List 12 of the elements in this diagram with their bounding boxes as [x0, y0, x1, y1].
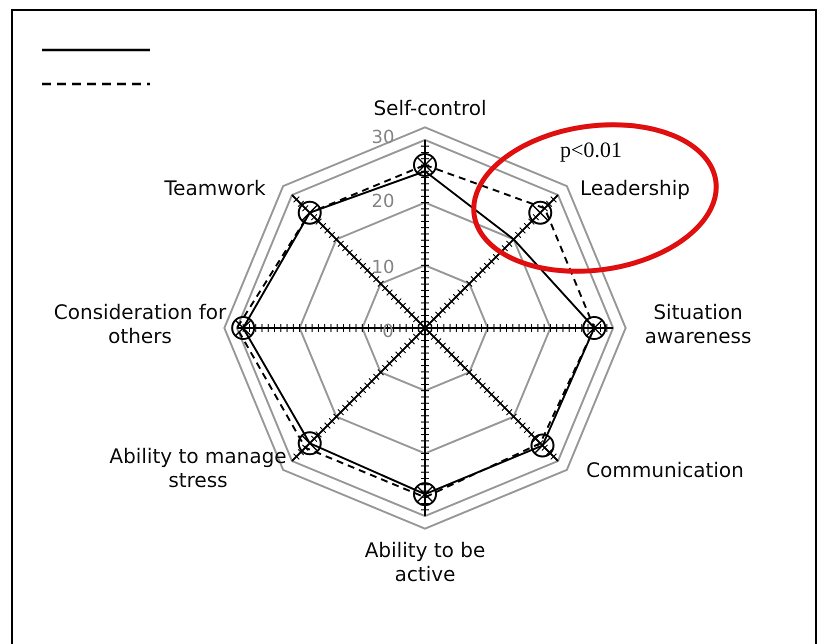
axis-label: Self-control — [372, 96, 488, 120]
tick-label: 20 — [370, 190, 396, 214]
axis-label: Ability to be active — [364, 538, 486, 586]
axis-label: Communication — [585, 458, 745, 482]
tick-label: 10 — [370, 256, 396, 280]
tick-label: 30 — [370, 126, 396, 150]
annotation-text: p<0.01 — [560, 138, 623, 162]
axis-label: Leadership — [579, 176, 691, 200]
axis-label: Consideration for others — [52, 300, 228, 348]
axis-label: Ability to manage stress — [108, 444, 288, 492]
axis-label: Teamwork — [163, 176, 267, 200]
axis-label: Situation awareness — [644, 300, 752, 348]
